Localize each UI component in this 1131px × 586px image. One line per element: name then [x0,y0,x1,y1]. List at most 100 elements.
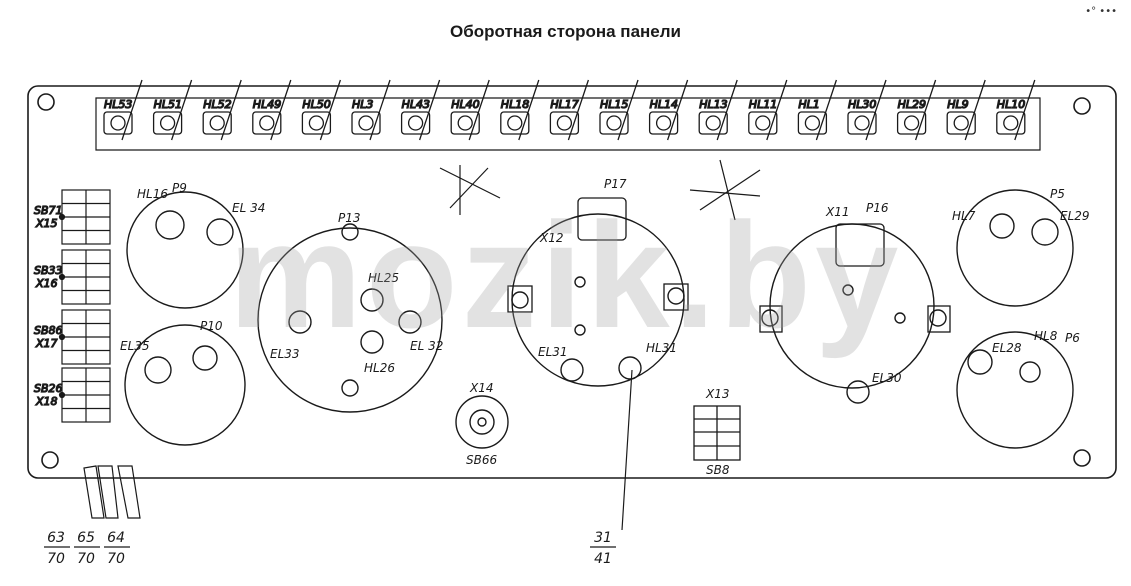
lamp-bulb [308,115,325,131]
lamp-label: HL14 [650,98,678,111]
lamp-el35 [144,356,172,384]
lamp-socket [549,111,580,135]
lamp-hl26 [360,330,384,354]
callout-leader [621,369,633,531]
lamp-socket [400,111,431,135]
relay-p10-screw [192,345,218,371]
relay-p16-bolt [894,312,906,324]
lamp-wire [121,79,143,141]
lamp-el29 [1031,218,1059,246]
label-el35: EL35 [120,339,150,353]
lamp-socket [996,111,1026,135]
lamp-socket [797,111,828,135]
label-p10: P10 [200,319,223,333]
lamp-el31 [560,358,584,382]
lamp-wire [170,79,193,141]
lamp-wire [220,79,242,141]
button-sb66-core [477,417,487,427]
relay-p17-bolt [667,287,685,305]
lamp-el33 [288,310,312,334]
callout-denominator: 41 [594,551,612,567]
fraction-numerator: 63 [47,530,65,546]
relay-p13-body [257,227,443,413]
lamp-el34 [206,218,234,246]
lamp-hl16 [155,210,185,240]
lamp-bulb [259,115,275,131]
relay-p17-bolt [574,276,586,288]
fraction-denominator: 70 [77,551,95,567]
lamp-label: HL9 [947,98,968,111]
label-el33: EL33 [270,347,300,361]
lamp-label: HL30 [848,98,876,111]
lamp-socket [500,111,530,135]
label-x11: X11 [825,205,850,219]
connector-x-label: X17 [35,337,58,350]
mounting-hole [1073,97,1091,115]
label-p13: P13 [338,211,361,225]
lamp-wire [518,79,540,141]
connector-sb-label: SB86 [34,324,63,337]
label-p16: P16 [866,201,889,215]
lamp-label: HL17 [550,98,578,111]
label-p17: P17 [604,177,627,191]
p16-lug [927,305,951,333]
lamp-bulb [407,115,424,131]
relay-p6-body [956,331,1074,449]
lamp-label: HL18 [501,98,529,111]
label-x14: X14 [469,381,494,395]
lamp-bulb [655,115,672,131]
lamp-label: HL13 [699,98,727,111]
fraction-denominator: 70 [107,551,125,567]
lamp-bulb [1003,115,1019,131]
lamp-label: HL3 [352,98,373,111]
lamp-bulb [457,115,473,131]
lamp-bulb [556,115,573,131]
label-p5: P5 [1050,187,1065,201]
lamp-wire [270,79,292,141]
relay-p9-body [126,191,244,309]
connector-x-label: X16 [35,277,58,290]
label-x12: X12 [539,231,564,245]
lamp-bulb [507,115,523,131]
label-hl7: HL7 [952,209,976,223]
button-sb66-inner [469,409,495,435]
lamp-wire [468,79,490,141]
lamp-socket [301,111,332,135]
lamp-socket [847,111,877,135]
mounting-hole [1073,449,1091,467]
lamp-bulb [953,115,969,131]
lamp-wire [666,79,689,141]
lamp-wire [418,79,441,141]
p17-lug [663,283,689,311]
lamp-bulb [804,115,821,131]
lamp-socket [152,111,183,135]
connector-sb-label: SB71 [34,204,63,217]
lamp-hl31 [618,356,642,380]
mounting-hole [41,451,59,469]
label-hl8: HL8 [1034,329,1058,343]
lamp-el30 [846,380,870,404]
lamp-socket [202,111,232,135]
label-el29: EL29 [1060,209,1090,223]
label-p9: P9 [172,181,187,195]
relay-p13-center [341,223,359,241]
relay-p16-body [769,223,935,389]
lamp-socket [450,111,480,135]
p16-lug [759,305,783,333]
lamp-wire [865,79,887,141]
lamp-socket [648,111,679,135]
lamp-bulb [159,115,176,131]
lamp-bulb [705,115,721,131]
lamp-socket [946,111,976,135]
lamp-bulb [110,115,126,131]
label-hl26: HL26 [364,361,395,375]
label-el32: EL 32 [410,339,443,353]
lamp-strip-outline [95,97,1041,151]
relay-p16-bolt [929,309,947,327]
lamp-wire [567,79,590,141]
lamp-wire [815,79,838,141]
connector-sb-label: SB26 [34,382,63,395]
lamp-socket [103,111,133,135]
lamp-socket [351,111,381,135]
